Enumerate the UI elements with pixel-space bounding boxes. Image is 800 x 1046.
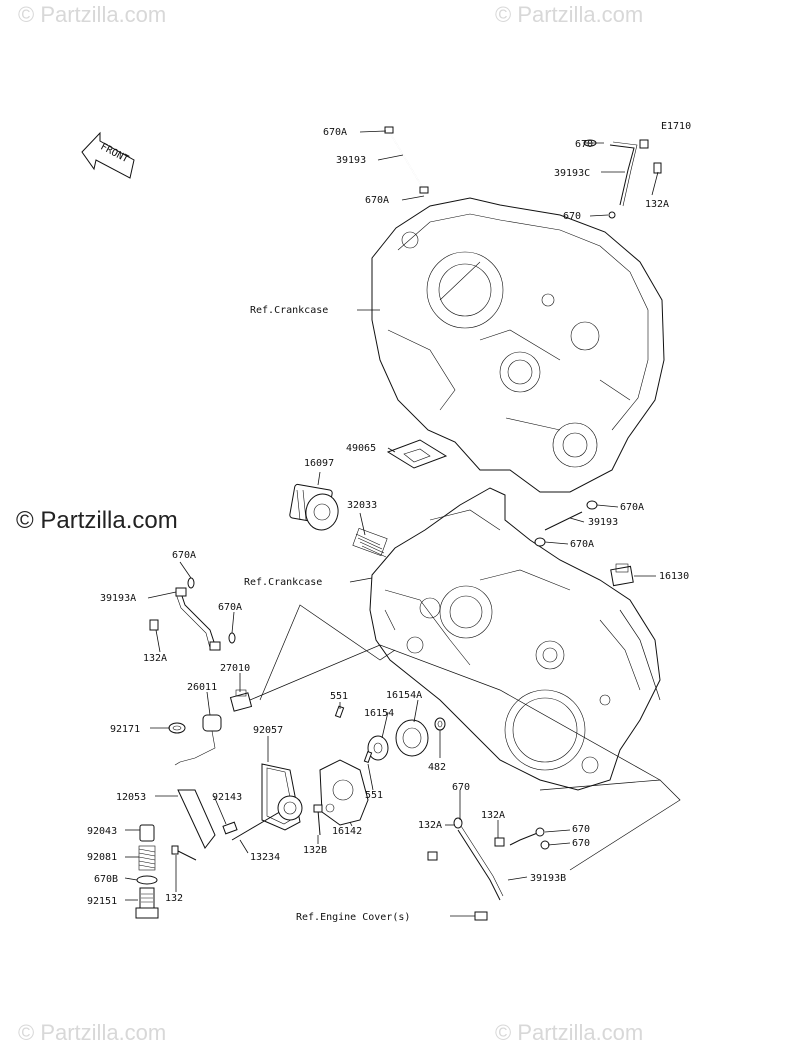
label-ref-crankcase-lower: Ref.Crankcase: [244, 577, 322, 588]
gasket-49065: [386, 439, 448, 469]
label-670b: 670B: [94, 874, 118, 885]
watermark-main: © Partzilla.com: [16, 507, 178, 534]
oil-pump-16142: [319, 759, 369, 826]
leader-lines: [124, 130, 659, 917]
label-670a-top: 670A: [323, 127, 347, 138]
label-482: 482: [428, 762, 446, 773]
label-12053: 12053: [116, 792, 146, 803]
switch-27010: [229, 689, 253, 712]
label-132: 132: [165, 893, 183, 904]
relief-valve-stack: [135, 824, 159, 919]
pipe-39193c: [583, 139, 662, 219]
label-39193-top: 39193: [336, 155, 366, 166]
label-26011: 26011: [187, 682, 217, 693]
label-132b: 132B: [303, 845, 327, 856]
label-27010: 27010: [220, 663, 250, 674]
label-92171: 92171: [110, 724, 140, 735]
label-39193b: 39193B: [530, 873, 566, 884]
label-551-a: 551: [330, 691, 348, 702]
pipe-39193-top: [384, 126, 429, 194]
label-16097: 16097: [304, 458, 334, 469]
watermark-bottom-right: © Partzilla.com: [495, 1020, 643, 1045]
collar-92143: [222, 821, 238, 835]
label-32033: 32033: [347, 500, 377, 511]
label-670a-r: 670A: [620, 502, 644, 513]
diagram-code: E1710: [661, 121, 691, 132]
label-551-b: 551: [365, 790, 383, 801]
label-670-b3: 670: [572, 838, 590, 849]
label-670-r2: 670: [563, 211, 581, 222]
label-16154: 16154: [364, 708, 394, 719]
label-ref-engine-cover: Ref.Engine Cover(s): [296, 912, 410, 923]
label-92081: 92081: [87, 852, 117, 863]
upper-crankcase: [371, 197, 665, 493]
label-670a-mid: 670A: [365, 195, 389, 206]
label-39193-r: 39193: [588, 517, 618, 528]
pin-551: [334, 705, 373, 764]
sensor-16130: [610, 563, 634, 587]
label-132a-right: 132A: [645, 199, 669, 210]
bolt-132b: [313, 804, 323, 836]
label-132a-b1: 132A: [418, 820, 442, 831]
label-132a-left: 132A: [143, 653, 167, 664]
label-92151: 92151: [87, 896, 117, 907]
lower-crankcase: [369, 487, 661, 791]
label-ref-crankcase-upper: Ref.Crankcase: [250, 305, 328, 316]
clamp-92171: [168, 722, 186, 734]
rotor-16154: [367, 735, 389, 761]
label-16142: 16142: [332, 826, 362, 837]
label-13234: 13234: [250, 852, 280, 863]
bolt-132: [171, 845, 197, 861]
label-16130: 16130: [659, 571, 689, 582]
guide-12053: [177, 789, 216, 849]
pipe-39193a: [149, 577, 236, 651]
label-39193c: 39193C: [554, 168, 590, 179]
label-92043: 92043: [87, 826, 117, 837]
label-670-b: 670: [452, 782, 470, 793]
label-92143: 92143: [212, 792, 242, 803]
pipe-39193b: [427, 817, 550, 921]
spring-32033: [352, 528, 388, 558]
harness-26011: [174, 714, 222, 766]
watermark-top-left: © Partzilla.com: [18, 2, 166, 27]
rotor-16154a: [395, 719, 429, 757]
label-39193a: 39193A: [100, 593, 136, 604]
label-92057: 92057: [253, 725, 283, 736]
watermark-top-right: © Partzilla.com: [495, 2, 643, 27]
label-670a-r2: 670A: [570, 539, 594, 550]
watermark-bottom-left: © Partzilla.com: [18, 1020, 166, 1045]
shaft-13234: [231, 795, 303, 841]
label-16154a: 16154A: [386, 690, 422, 701]
label-670-b2: 670: [572, 824, 590, 835]
ring-482: [434, 717, 446, 731]
front-arrow-icon: FRONT: [81, 131, 135, 179]
bolt-39193-right: [534, 500, 598, 547]
label-670-r1: 670: [575, 139, 593, 150]
label-670a-l: 670A: [172, 550, 196, 561]
label-670a-l2: 670A: [218, 602, 242, 613]
label-132a-b2: 132A: [481, 810, 505, 821]
label-49065: 49065: [346, 443, 376, 454]
oil-filter-16097: [289, 483, 339, 531]
